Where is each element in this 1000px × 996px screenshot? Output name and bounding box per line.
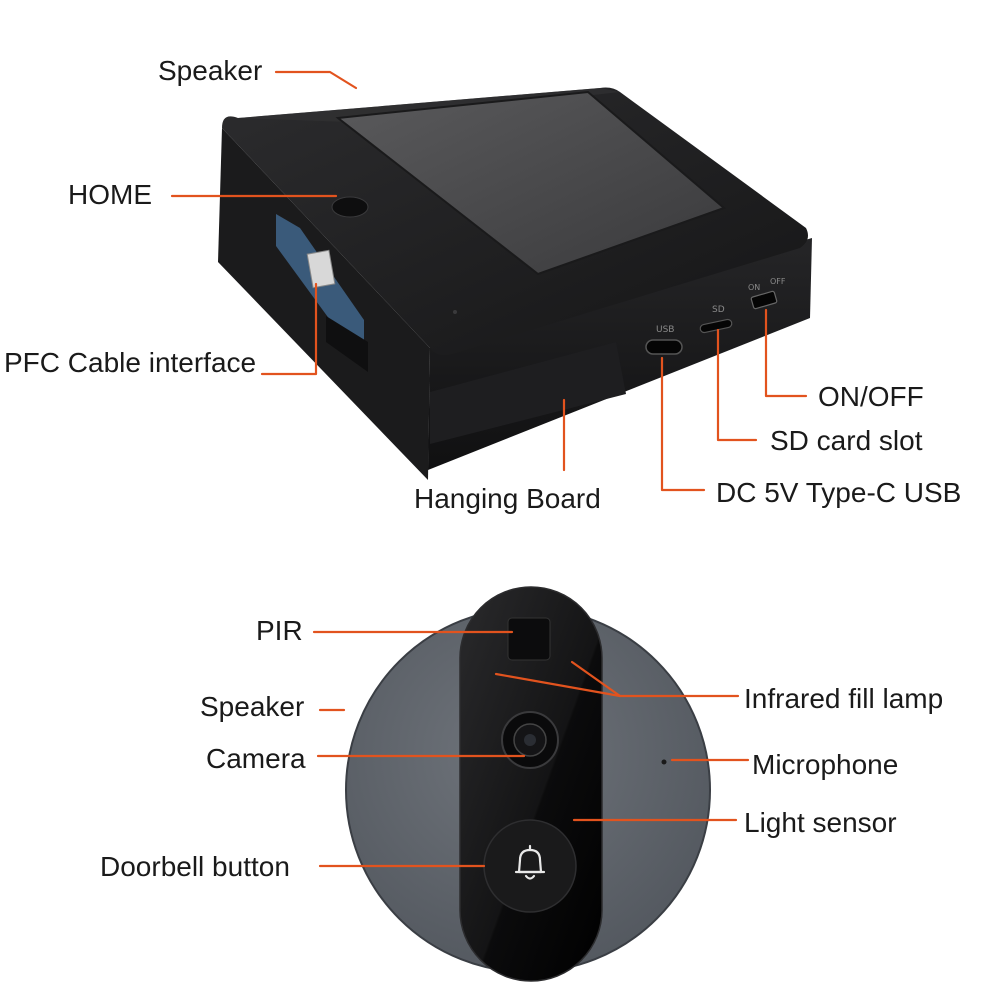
leader-infrared-b: [570, 660, 622, 698]
pir-sensor: [507, 617, 551, 661]
label-pfc-cable: PFC Cable interface: [4, 347, 256, 378]
label-doorbell-button: Doorbell button: [100, 851, 290, 882]
label-pir: PIR: [256, 615, 303, 646]
label-speaker-bottom: Speaker: [200, 691, 304, 722]
svg-text:ON: ON: [748, 283, 760, 292]
leader-speaker-top: [274, 70, 358, 90]
monitor-unit: USB SD ON OFF: [218, 87, 812, 480]
home-button[interactable]: [331, 196, 369, 218]
label-light-sensor: Light sensor: [744, 807, 897, 838]
power-switch[interactable]: [750, 290, 778, 310]
label-on-off: ON/OFF: [818, 381, 924, 412]
svg-text:SD: SD: [712, 305, 725, 315]
svg-text:OFF: OFF: [770, 277, 786, 286]
label-usb: DC 5V Type-C USB: [716, 477, 961, 508]
doorbell-unit: [345, 586, 711, 982]
sd-card-slot: [699, 318, 733, 334]
leader-sd: [716, 328, 758, 442]
leader-onoff: [764, 308, 808, 398]
label-microphone: Microphone: [752, 749, 898, 780]
leader-pfc: [260, 282, 318, 376]
label-sd-card-slot: SD card slot: [770, 425, 923, 456]
hanging-board: [430, 342, 626, 444]
label-camera: Camera: [206, 743, 306, 774]
leader-usb: [660, 356, 706, 492]
bell-icon: [514, 844, 546, 880]
microphone-hole: [661, 759, 667, 765]
label-infrared-fill-lamp: Infrared fill lamp: [744, 683, 943, 714]
display-screen: [335, 90, 726, 276]
usb-c-port: [645, 339, 683, 355]
doorbell-button[interactable]: [483, 819, 577, 913]
svg-text:USB: USB: [656, 325, 674, 335]
label-home: HOME: [68, 179, 152, 210]
label-hanging-board: Hanging Board: [414, 483, 601, 514]
label-speaker-top: Speaker: [158, 55, 262, 86]
